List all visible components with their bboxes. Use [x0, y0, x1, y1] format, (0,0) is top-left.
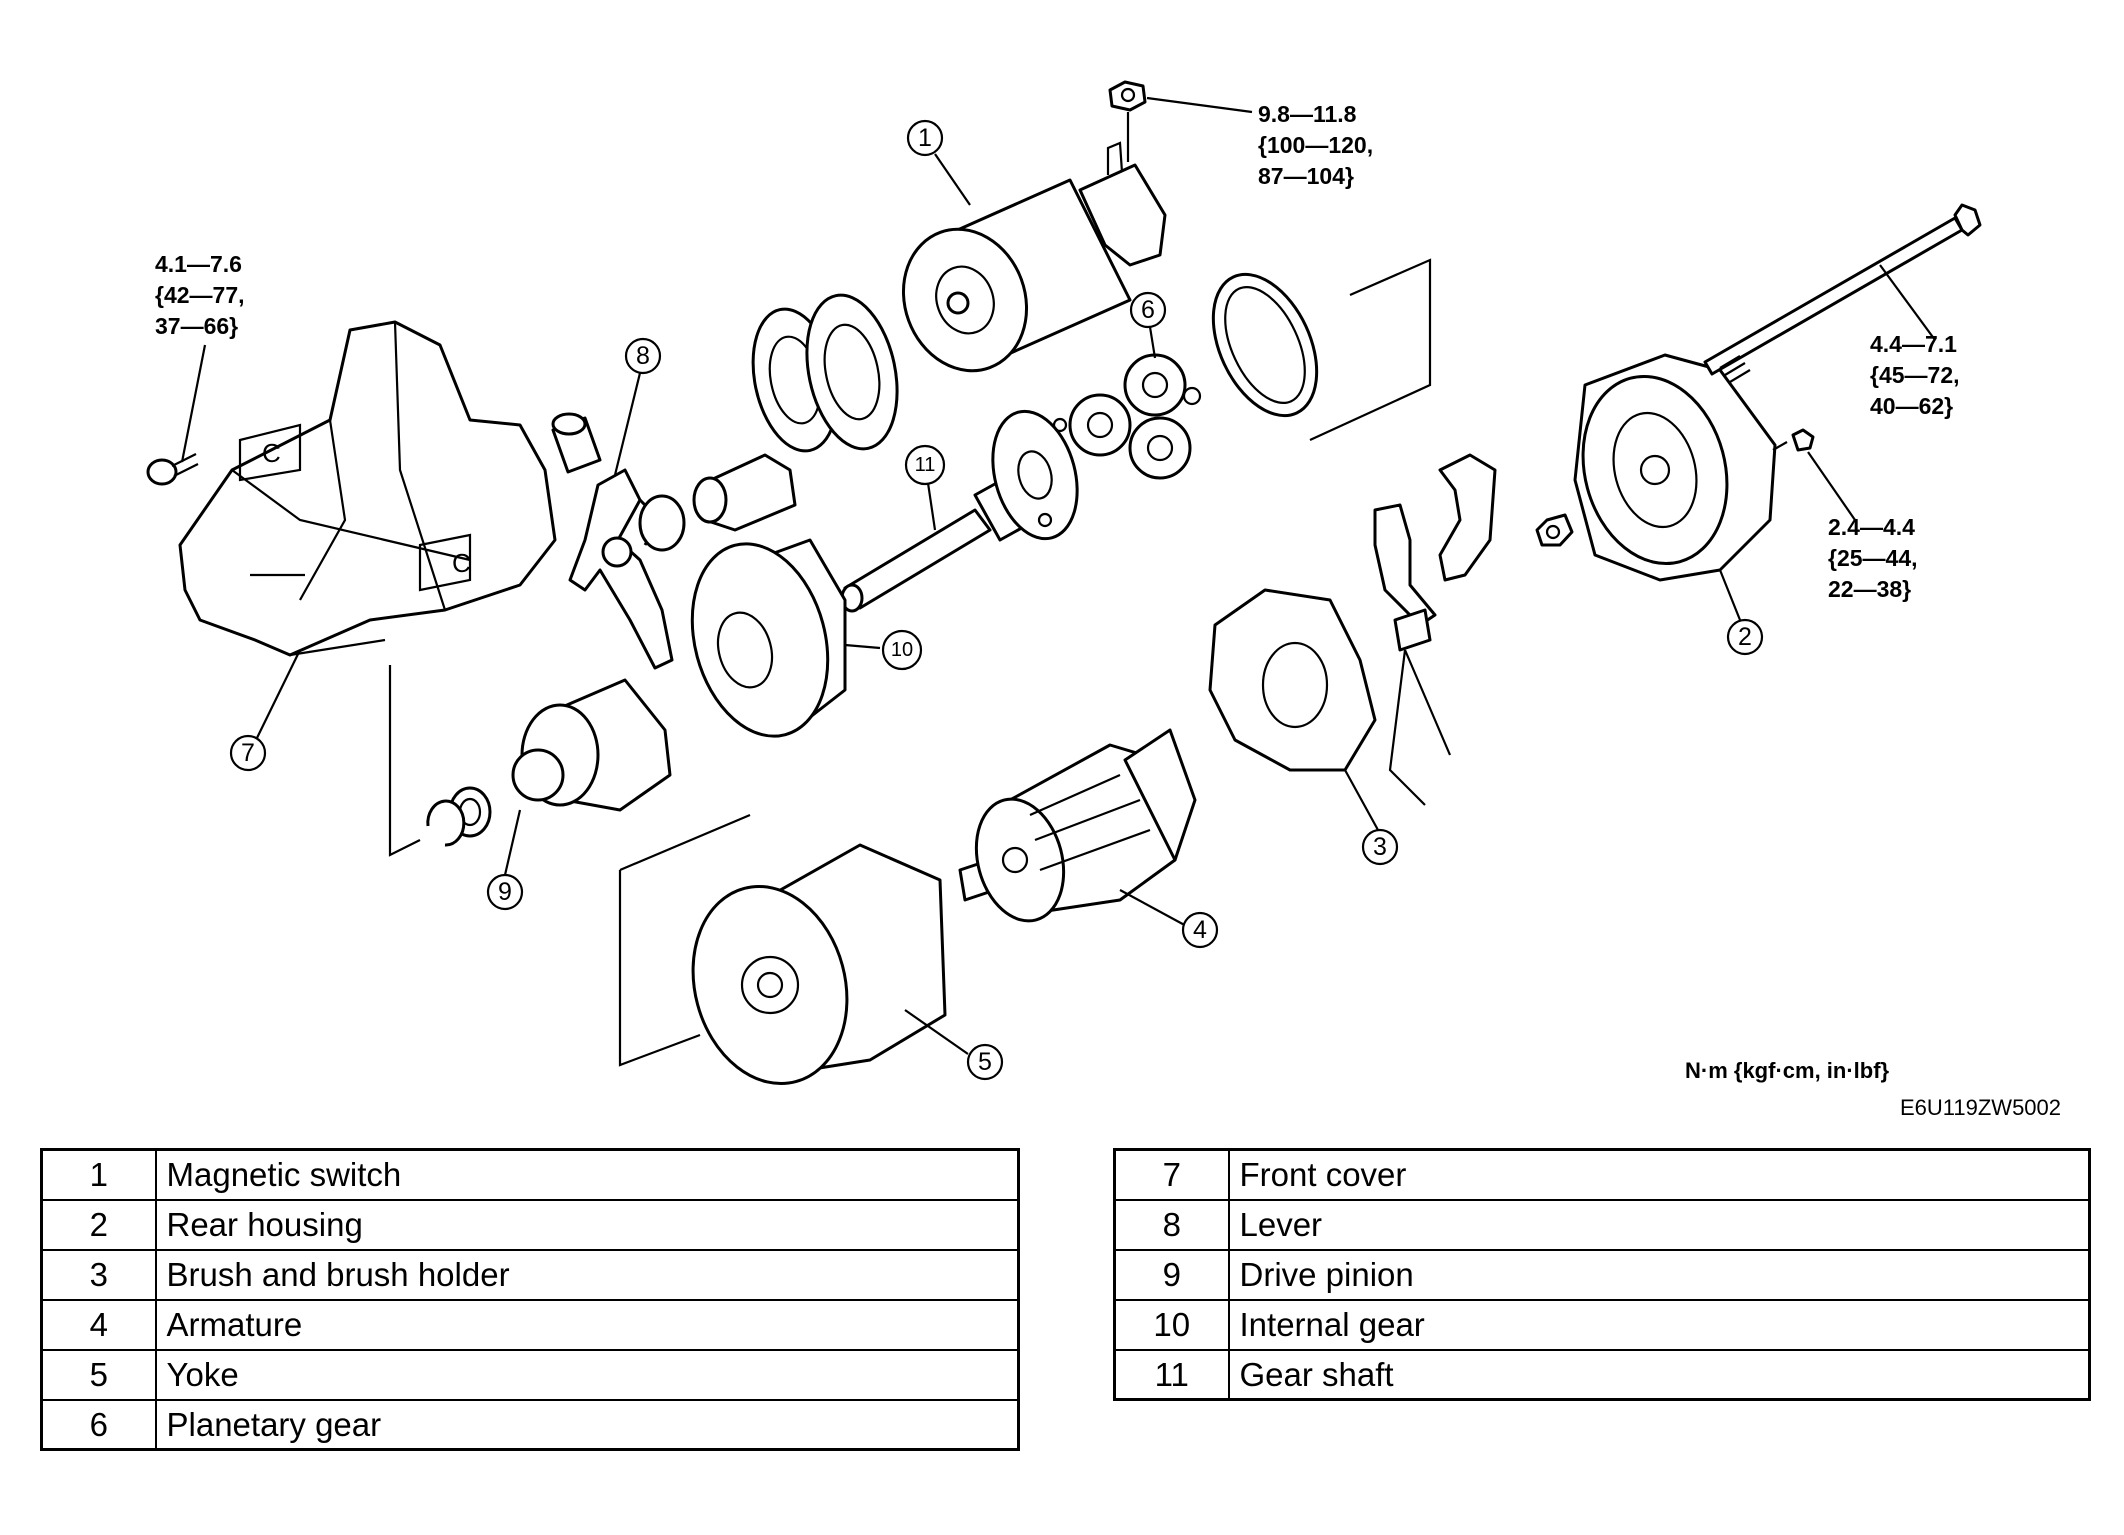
torque-line: {42—77, — [155, 282, 245, 308]
svg-text:C: C — [262, 438, 281, 468]
front-cover-drawing: C C — [178, 320, 557, 857]
part-name: Planetary gear — [154, 1398, 1020, 1451]
part-name: Front cover — [1227, 1148, 2091, 1201]
armature-drawing — [958, 728, 1197, 923]
part-name: Magnetic switch — [154, 1148, 1020, 1201]
yoke-drawing — [618, 813, 947, 1086]
callout-8: 8 — [624, 337, 662, 375]
callout-10: 10 — [881, 629, 923, 671]
part-number: 11 — [1113, 1348, 1230, 1401]
torque-line: 2.4—4.4 — [1828, 514, 1915, 540]
callout-7: 7 — [229, 734, 267, 772]
callout-number: 5 — [978, 1048, 992, 1076]
through-bolt — [1703, 203, 1982, 383]
part-number: 5 — [40, 1348, 157, 1401]
callout-11: 11 — [904, 444, 946, 486]
torque-line: {25—44, — [1828, 545, 1918, 571]
part-name: Rear housing — [154, 1198, 1020, 1251]
gear-shaft-drawing — [840, 409, 1079, 613]
torque-line: {45—72, — [1870, 362, 1960, 388]
torque-spec-front-bolt: 4.1—7.6 {42—77, 37—66} — [155, 251, 245, 339]
brush-holder-drawing — [1208, 453, 1497, 806]
callout-2: 2 — [1726, 618, 1764, 656]
part-name: Internal gear — [1227, 1298, 2091, 1351]
part-number: 9 — [1113, 1248, 1230, 1301]
part-name: Armature — [154, 1298, 1020, 1351]
part-number: 4 — [40, 1298, 157, 1351]
torque-line: 87—104} — [1258, 163, 1354, 189]
torque-line: 22—38} — [1828, 576, 1911, 602]
part-number: 2 — [40, 1198, 157, 1251]
ring-washer-drawing — [1211, 258, 1432, 441]
rear-housing-drawing — [1535, 353, 1777, 582]
callout-number: 3 — [1373, 833, 1387, 861]
torque-line: 4.4—7.1 — [1870, 331, 1957, 357]
callout-9: 9 — [486, 873, 524, 911]
part-number: 3 — [40, 1248, 157, 1301]
units-note: N·m {kgf·cm, in·lbf} — [1685, 1058, 1890, 1083]
bushing-drawing — [551, 412, 602, 474]
callout-number: 4 — [1193, 916, 1207, 944]
part-number: 1 — [40, 1148, 157, 1201]
callout-number: 2 — [1738, 623, 1752, 651]
callout-number: 6 — [1141, 296, 1155, 324]
callout-number: 7 — [241, 739, 255, 767]
callout-number: 1 — [918, 124, 932, 152]
callout-5: 5 — [966, 1043, 1004, 1081]
part-name: Gear shaft — [1227, 1348, 2091, 1401]
callout-number: 11 — [915, 454, 936, 476]
figure-code: E6U119ZW5002 — [1900, 1095, 2062, 1120]
torque-spec-rear-screw: 2.4—4.4 {25—44, 22—38} — [1828, 514, 1918, 602]
part-name: Brush and brush holder — [154, 1248, 1020, 1301]
torque-spec-terminal-nut: 9.8—11.8 {100—120, 87—104} — [1258, 101, 1373, 189]
part-name: Lever — [1227, 1198, 2091, 1251]
part-name: Drive pinion — [1227, 1248, 2091, 1301]
plunger-drawing — [638, 453, 797, 552]
torque-spec-through-bolt: 4.4—7.1 {45—72, 40—62} — [1870, 331, 1960, 419]
callout-leaders — [254, 153, 1742, 1055]
torque-line: 40—62} — [1870, 393, 1953, 419]
torque-line: {100—120, — [1258, 132, 1373, 158]
part-number: 7 — [1113, 1148, 1230, 1201]
part-name: Yoke — [154, 1348, 1020, 1401]
part-number: 10 — [1113, 1298, 1230, 1351]
terminal-nut — [1108, 80, 1253, 162]
callout-number: 9 — [498, 878, 512, 906]
internal-gear-drawing — [690, 538, 847, 738]
callout-number: 8 — [636, 342, 650, 370]
torque-line: 4.1—7.6 — [155, 251, 242, 277]
torque-line: 37—66} — [155, 313, 238, 339]
callout-1: 1 — [906, 119, 944, 157]
rear-screw — [1772, 428, 1856, 521]
callout-4: 4 — [1181, 911, 1219, 949]
callout-3: 3 — [1361, 828, 1399, 866]
torque-line: 9.8—11.8 — [1258, 101, 1357, 127]
magnetic-switch-drawing — [901, 141, 1167, 373]
part-number: 8 — [1113, 1198, 1230, 1251]
part-number: 6 — [40, 1398, 157, 1451]
svg-text:C: C — [452, 548, 471, 578]
gasket-drawing — [751, 293, 899, 453]
callout-number: 10 — [891, 639, 913, 661]
drive-pinion-drawing — [426, 678, 672, 847]
callout-6: 6 — [1129, 291, 1167, 329]
front-cover-bolt — [146, 344, 207, 486]
planetary-gears-drawing — [1068, 353, 1202, 480]
